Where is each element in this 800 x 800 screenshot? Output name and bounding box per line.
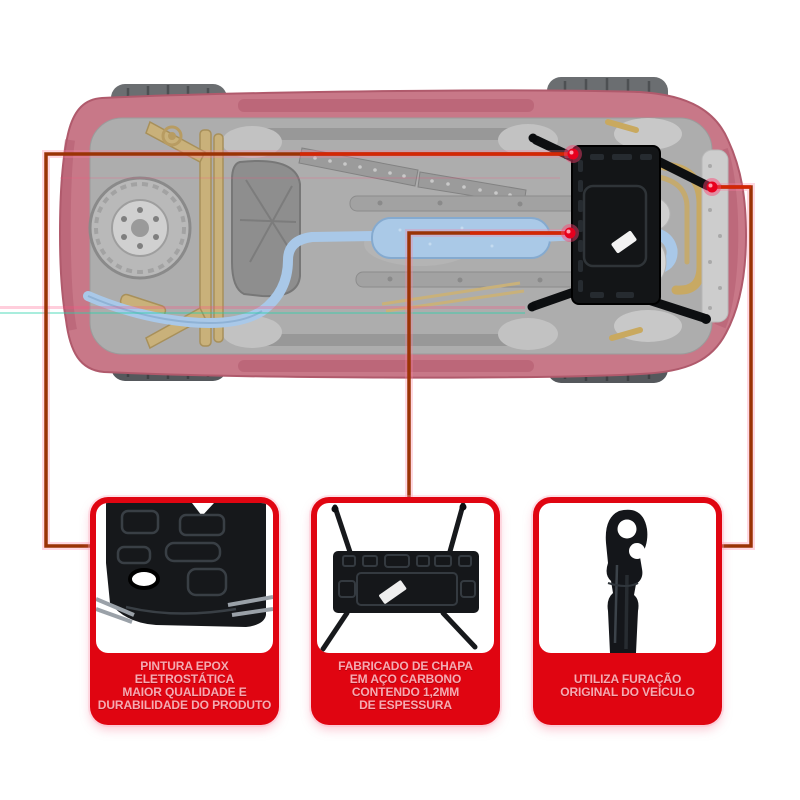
product-sticker	[611, 230, 637, 254]
rocker-panel-top	[240, 128, 530, 140]
wheel-liner	[222, 126, 282, 158]
card-caption-carbon-steel: FABRICADO DE CHAPA EM AÇO CARBONO CONTEN…	[338, 658, 473, 712]
card-caption-epoxy-paint: PINTURA EPOX ELETROSTÁTICA MAIOR QUALIDA…	[97, 658, 272, 712]
rocker-panel-bottom	[240, 334, 530, 346]
arm-bolt	[701, 314, 711, 324]
callout-card-original-holes: UTILIZA FURAÇÃO ORIGINAL DO VEÍCULO	[533, 497, 722, 725]
marker-skid-plate-top-mount	[564, 145, 582, 163]
arm-bolt	[528, 133, 538, 143]
floor-crossmembers	[349, 195, 623, 288]
skid-plate-ribs	[578, 154, 652, 298]
wheel-liner	[498, 318, 558, 350]
skid-plate-recess	[582, 184, 648, 268]
marker-skid-plate-left-edge	[561, 224, 579, 242]
callout-card-carbon-steel: FABRICADO DE CHAPA EM AÇO CARBONO CONTEN…	[311, 497, 500, 725]
card-caption-original-holes: UTILIZA FURAÇÃO ORIGINAL DO VEÍCULO	[560, 671, 695, 699]
callout-card-epoxy-paint: PINTURA EPOX ELETROSTÁTICA MAIOR QUALIDA…	[90, 497, 279, 725]
underbody-components	[0, 118, 729, 350]
highlight-artifacts	[0, 177, 560, 314]
card-photo-plate-closeup	[96, 503, 273, 653]
callout-markers	[561, 145, 721, 242]
body-top-sill	[238, 99, 534, 112]
card-photo-bracket	[539, 503, 716, 653]
exhaust-muffler	[371, 217, 551, 259]
bracket-image	[605, 509, 648, 653]
front-bumper-liner	[701, 149, 729, 323]
arm-bolt	[527, 302, 537, 312]
rear-bumper-shade	[60, 139, 77, 331]
card-photo-full-plate	[317, 503, 494, 653]
body-bottom-sill	[238, 360, 534, 372]
rear-suspension	[119, 120, 224, 350]
callout-connectors	[42, 150, 755, 550]
marker-mounting-arm-end	[703, 178, 721, 196]
plate-closeup-image	[96, 503, 273, 627]
spare-tire	[88, 176, 192, 280]
full-plate-image	[320, 503, 479, 652]
fuel-tank-creases	[239, 179, 297, 263]
